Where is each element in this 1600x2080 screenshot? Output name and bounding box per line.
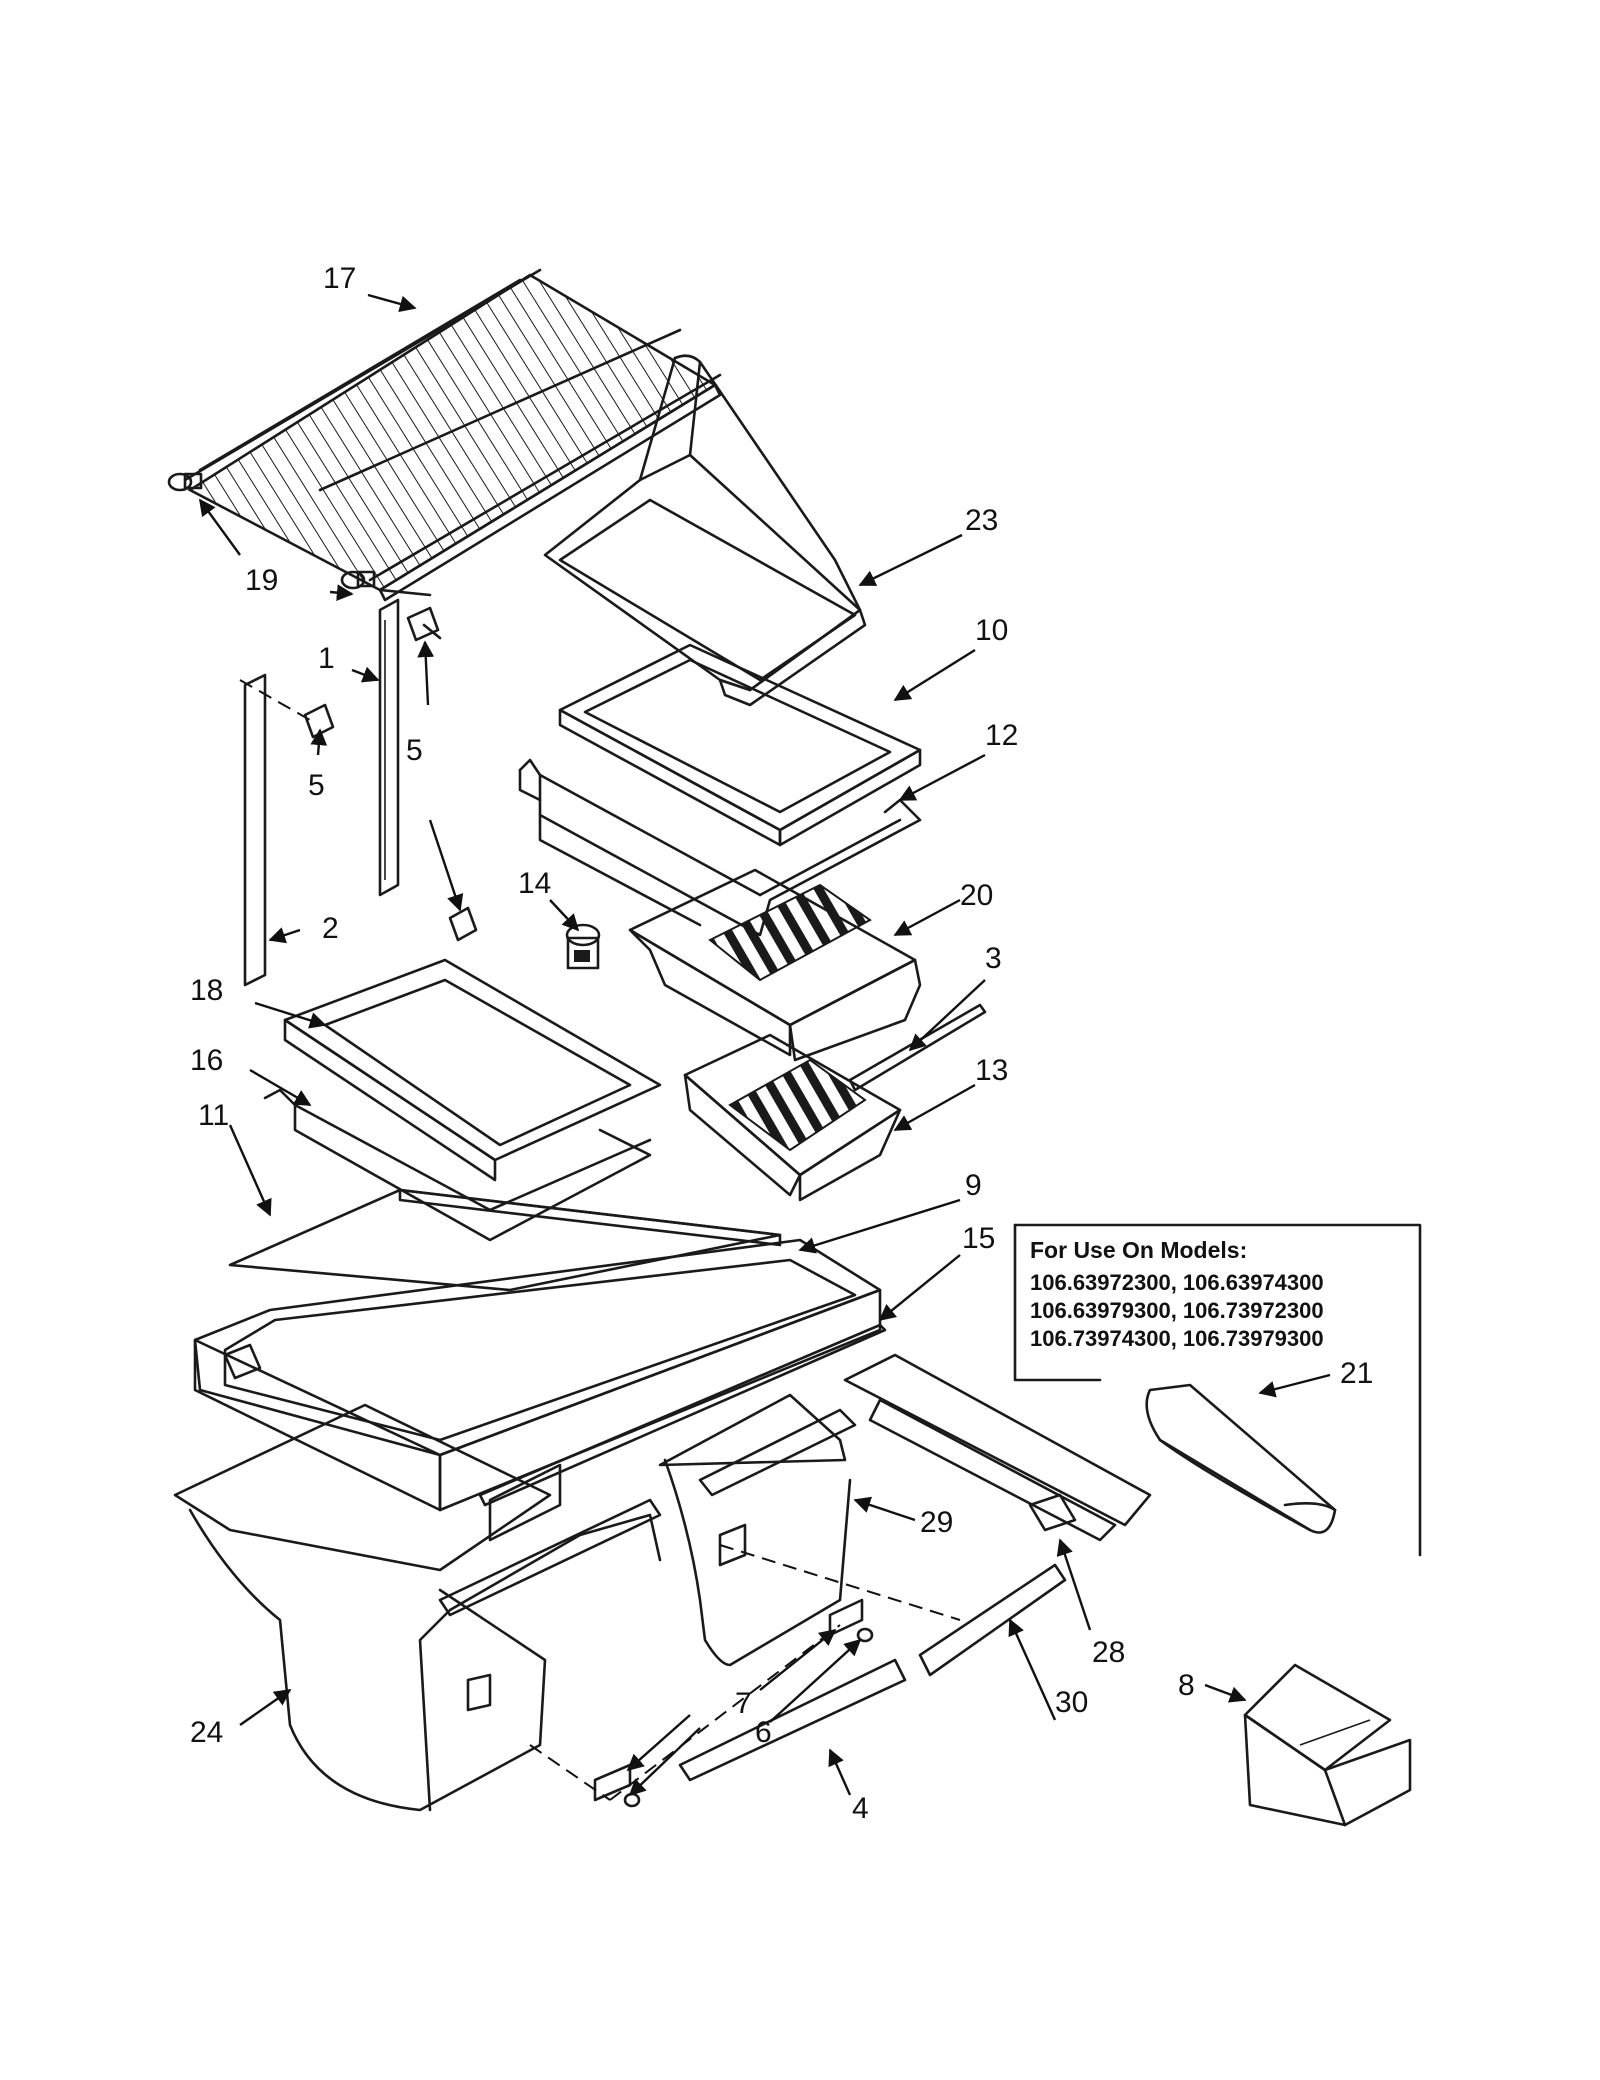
crisper-slide-frame — [518, 758, 922, 937]
callout-8: 8 — [1178, 1669, 1195, 1702]
callout-13: 13 — [975, 1054, 1008, 1087]
wire-shelf — [183, 268, 722, 602]
front-trim-bar — [488, 1463, 562, 1542]
callout-leaders — [199, 293, 1331, 1797]
shelf-ladder-left — [239, 673, 311, 987]
callout-7: 7 — [735, 1687, 752, 1720]
shelf-clip — [565, 923, 601, 970]
models-box-line: 106.73974300, 106.73979300 — [1030, 1326, 1324, 1351]
callout-5b: 5 — [308, 769, 325, 802]
callout-numbers: 17 19 23 10 12 1 5 5 2 14 20 3 13 18 16 … — [190, 262, 1373, 1825]
crisper-cover-frame — [558, 643, 922, 847]
screw-middle — [303, 703, 335, 739]
crisper-glass-cover — [283, 958, 662, 1182]
shelf-pin-left — [167, 472, 203, 492]
callout-5a: 5 — [406, 734, 423, 767]
rail-pin-lower — [623, 1792, 641, 1808]
door-bin — [1243, 1663, 1412, 1827]
rail-cover — [843, 1353, 1152, 1542]
callout-18: 18 — [190, 974, 223, 1007]
callout-29: 29 — [920, 1506, 953, 1539]
callout-17: 17 — [323, 262, 356, 295]
callout-10: 10 — [975, 614, 1008, 647]
callout-11: 11 — [198, 1099, 229, 1132]
callout-2: 2 — [322, 912, 339, 945]
alignment-line — [609, 1624, 841, 1801]
callout-1: 1 — [318, 642, 335, 675]
frame-trim-strip — [478, 1323, 887, 1507]
glass-shelf-frame — [263, 1088, 652, 1242]
callout-21: 21 — [1340, 1357, 1373, 1390]
large-crisper-drawer — [173, 1403, 662, 1812]
drawer-rail-large — [678, 1658, 907, 1782]
callout-24: 24 — [190, 1716, 223, 1749]
rail-clip-upper — [828, 1598, 864, 1637]
callout-3: 3 — [985, 942, 1002, 975]
rail-clip-lower — [593, 1763, 632, 1802]
models-box-title: For Use On Models: — [1030, 1237, 1247, 1263]
callout-14: 14 — [518, 867, 551, 900]
callout-15: 15 — [962, 1222, 995, 1255]
alignment-line — [719, 1544, 961, 1621]
screw-upper — [406, 606, 442, 642]
rail-pin-upper — [856, 1627, 874, 1643]
callout-16: 16 — [190, 1044, 223, 1077]
screw-lower — [448, 906, 478, 942]
rib-tray — [683, 1033, 902, 1202]
callout-23: 23 — [965, 504, 998, 537]
models-box: For Use On Models: 106.63972300, 106.639… — [1013, 1223, 1422, 1557]
models-box-line: 106.63979300, 106.73972300 — [1030, 1298, 1324, 1323]
shelf-ladder-right — [378, 598, 400, 897]
callout-19: 19 — [245, 564, 278, 597]
small-crisper-drawer — [658, 1393, 857, 1667]
storage-bin — [543, 354, 867, 707]
drawer-rail-small — [918, 1563, 1067, 1677]
callout-30: 30 — [1055, 1686, 1088, 1719]
crisper-drawer — [628, 868, 922, 1062]
callout-9: 9 — [965, 1169, 982, 1202]
callout-4: 4 — [852, 1792, 869, 1825]
callout-28: 28 — [1092, 1636, 1125, 1669]
crisper-lid-frame — [193, 1238, 882, 1512]
glass-shelf — [228, 1188, 782, 1292]
callout-20: 20 — [960, 879, 993, 912]
callout-6: 6 — [755, 1716, 772, 1749]
gutter-part — [1145, 1383, 1337, 1534]
callout-12: 12 — [985, 719, 1018, 752]
divider-bar — [848, 1003, 987, 1092]
models-box-line: 106.63972300, 106.63974300 — [1030, 1270, 1324, 1295]
alignment-line — [529, 1744, 611, 1801]
